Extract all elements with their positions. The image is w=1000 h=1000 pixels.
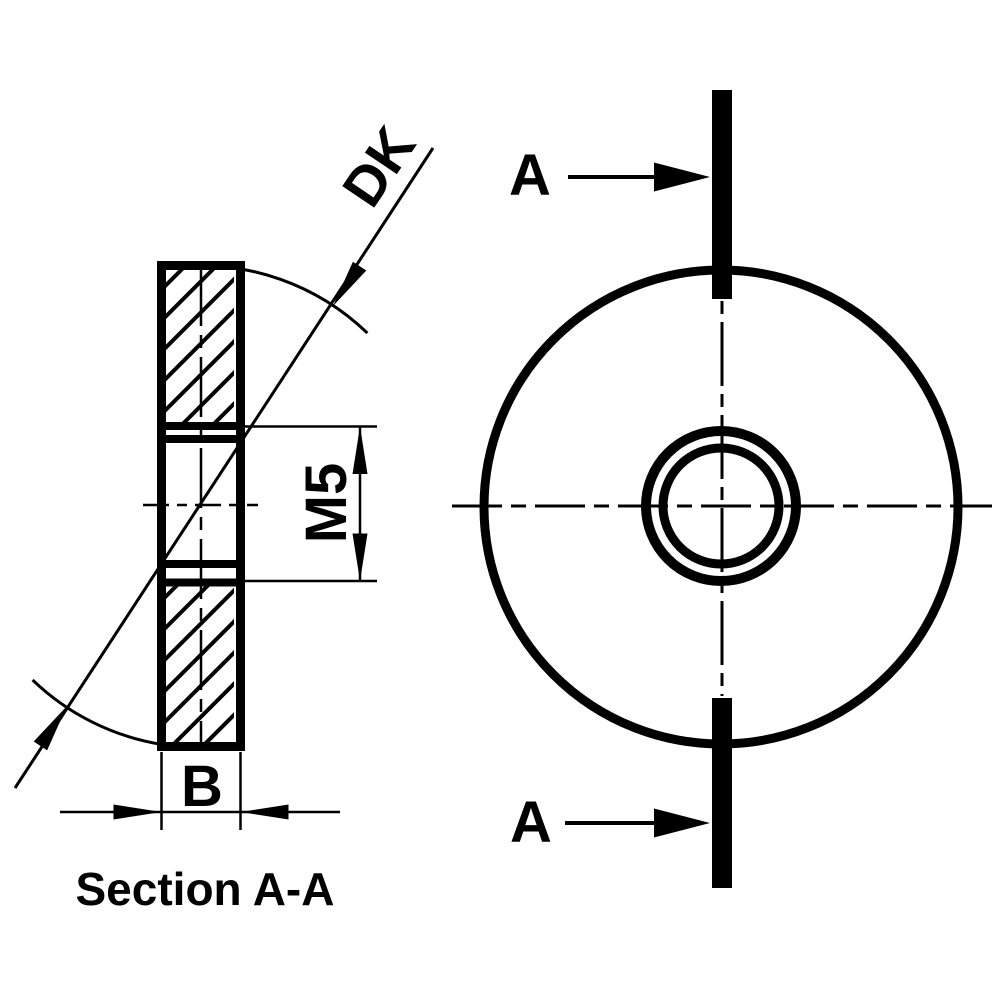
dk-dimension-line bbox=[13, 147, 435, 789]
front-view bbox=[452, 265, 992, 749]
m5-arrowhead-top bbox=[352, 426, 368, 474]
section-view bbox=[143, 261, 258, 751]
dk-arrowhead-bottom bbox=[33, 706, 67, 751]
view-direction-arrowhead-top bbox=[654, 162, 710, 192]
section-caption: Section A-A bbox=[76, 863, 335, 915]
m5-dimension: M5 bbox=[245, 425, 377, 583]
b-dimension: B bbox=[60, 752, 340, 830]
m5-arrowhead-bottom bbox=[352, 533, 368, 581]
cutting-plane-bar-bottom bbox=[712, 698, 732, 888]
b-label: B bbox=[181, 754, 223, 819]
cut-label-bottom: A bbox=[510, 790, 552, 855]
b-arrowhead-left bbox=[113, 804, 162, 820]
dk-label: DK bbox=[330, 115, 427, 217]
cutting-plane-bottom: A bbox=[510, 698, 732, 888]
b-arrowhead-right bbox=[240, 804, 289, 820]
cutting-plane-bar-top bbox=[712, 90, 732, 299]
dk-arc-bottom bbox=[31, 678, 163, 746]
cut-label-top: A bbox=[509, 143, 551, 208]
dk-arrowhead-top bbox=[333, 261, 367, 306]
m5-label: M5 bbox=[294, 463, 359, 544]
view-direction-arrowhead-bottom bbox=[654, 808, 710, 838]
cutting-plane-top: A bbox=[509, 90, 732, 299]
dk-arc-top bbox=[178, 264, 369, 335]
